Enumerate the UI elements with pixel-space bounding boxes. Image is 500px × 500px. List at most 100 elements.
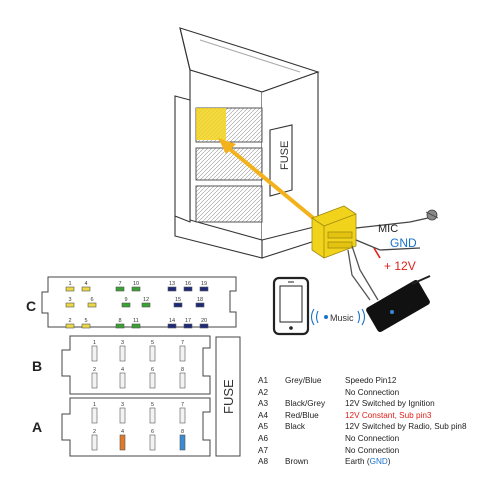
pin-number: 4 [121, 367, 124, 373]
gnd-label: GND [390, 236, 417, 250]
pin-id: A6 [258, 433, 269, 443]
connector-a [61, 397, 211, 457]
pin-c-18 [195, 302, 205, 308]
music-label: Music [330, 313, 354, 323]
pin-c-5 [81, 323, 91, 329]
pin-id: A8 [258, 457, 269, 467]
pin-number: 2 [93, 367, 96, 373]
pin-a-1 [91, 407, 98, 424]
pin-number: 1 [93, 340, 96, 346]
wire-color: Black/Grey [285, 399, 326, 409]
pin-b-7 [179, 345, 186, 362]
pin-b-4 [119, 372, 126, 389]
head-unit-cage [174, 27, 320, 259]
pin-number: 1 [68, 281, 71, 287]
fuse-label-top: FUSE [279, 141, 291, 170]
pin-number: 11 [133, 318, 139, 324]
pin-id: A2 [258, 387, 269, 397]
pin-b-2 [91, 372, 98, 389]
pin-c-12 [141, 302, 151, 308]
pin-c-17 [183, 323, 193, 329]
pin-b-5 [149, 345, 156, 362]
pin-number: 18 [197, 297, 203, 303]
pin-a-3 [119, 407, 126, 424]
pin-c-13 [167, 286, 177, 292]
highlighted-socket [196, 108, 226, 140]
pin-a-7 [179, 407, 186, 424]
pin-number: 6 [151, 429, 154, 435]
pin-c-14 [167, 323, 177, 329]
pin-number: 10 [133, 281, 139, 287]
wire-color: Brown [285, 457, 309, 467]
pin-number: 20 [201, 318, 207, 324]
pin-a-4 [119, 434, 126, 451]
fuse-label-bottom: FUSE [221, 379, 236, 414]
pin-c-11 [131, 323, 141, 329]
pin-c-20 [199, 323, 209, 329]
pinout-row: A7 No Connection [258, 446, 498, 458]
pin-c-4 [81, 286, 91, 292]
pinout-table: A1 Grey/Blue Speedo Pin12 A2 No Connecti… [258, 376, 498, 469]
pin-c-15 [173, 302, 183, 308]
pin-number: 4 [121, 429, 124, 435]
pin-b-3 [119, 345, 126, 362]
pin-number: 8 [181, 429, 184, 435]
pin-description: 12V Constant, Sub pin3 [345, 410, 432, 420]
pin-number: 12 [143, 297, 149, 303]
pin-b-8 [179, 372, 186, 389]
earth-text: Earth ( [345, 457, 370, 467]
pinout-row: A5 Black 12V Switched by Radio, Sub pin8 [258, 422, 498, 434]
pin-id: A4 [258, 410, 269, 420]
connector-b [61, 335, 211, 395]
pin-description: 12V Switched by Radio, Sub pin8 [345, 422, 467, 432]
pin-number: 3 [121, 402, 124, 408]
pin-number: 7 [181, 340, 184, 346]
signal-waves-icon [310, 308, 366, 326]
pin-a-2 [91, 434, 98, 451]
pin-description: Speedo Pin12 [345, 376, 397, 385]
pin-id: A3 [258, 399, 269, 409]
pin-number: 13 [169, 281, 175, 287]
pin-number: 2 [93, 429, 96, 435]
gnd-text: GND [369, 457, 388, 467]
pin-number: 14 [169, 318, 175, 324]
wire-color: Grey/Blue [285, 376, 322, 385]
pin-number: 5 [84, 318, 87, 324]
pin-a-5 [149, 407, 156, 424]
pin-number: 15 [175, 297, 181, 303]
pin-number: 8 [181, 367, 184, 373]
12v-label: + 12V [384, 259, 416, 273]
pin-number: 3 [68, 297, 71, 303]
pin-number: 2 [68, 318, 71, 324]
pin-id: A7 [258, 445, 269, 455]
pin-number: 17 [185, 318, 191, 324]
pin-c-3 [65, 302, 75, 308]
pinout-row: A2 No Connection [258, 388, 498, 400]
pin-c-6 [87, 302, 97, 308]
pin-c-7 [115, 286, 125, 292]
cables [347, 217, 429, 301]
pinout-row: A6 No Connection [258, 434, 498, 446]
connector-b-label: B [32, 358, 42, 374]
pin-number: 19 [201, 281, 207, 287]
wire-color: Red/Blue [285, 410, 319, 420]
pin-description: 12V Switched by Ignition [345, 399, 435, 409]
pin-number: 9 [124, 297, 127, 303]
mic-label: MIC [378, 223, 398, 235]
pin-c-2 [65, 323, 75, 329]
pin-number: 7 [118, 281, 121, 287]
pin-number: 6 [90, 297, 93, 303]
pin-description: No Connection [345, 433, 400, 443]
pin-id: A5 [258, 422, 269, 432]
pin-number: 7 [181, 402, 184, 408]
pin-number: 3 [121, 340, 124, 346]
pin-c-8 [115, 323, 125, 329]
mic-icon [425, 209, 439, 221]
pin-a-6 [149, 434, 156, 451]
pin-a-8 [179, 434, 186, 451]
pin-number: 8 [118, 318, 121, 324]
